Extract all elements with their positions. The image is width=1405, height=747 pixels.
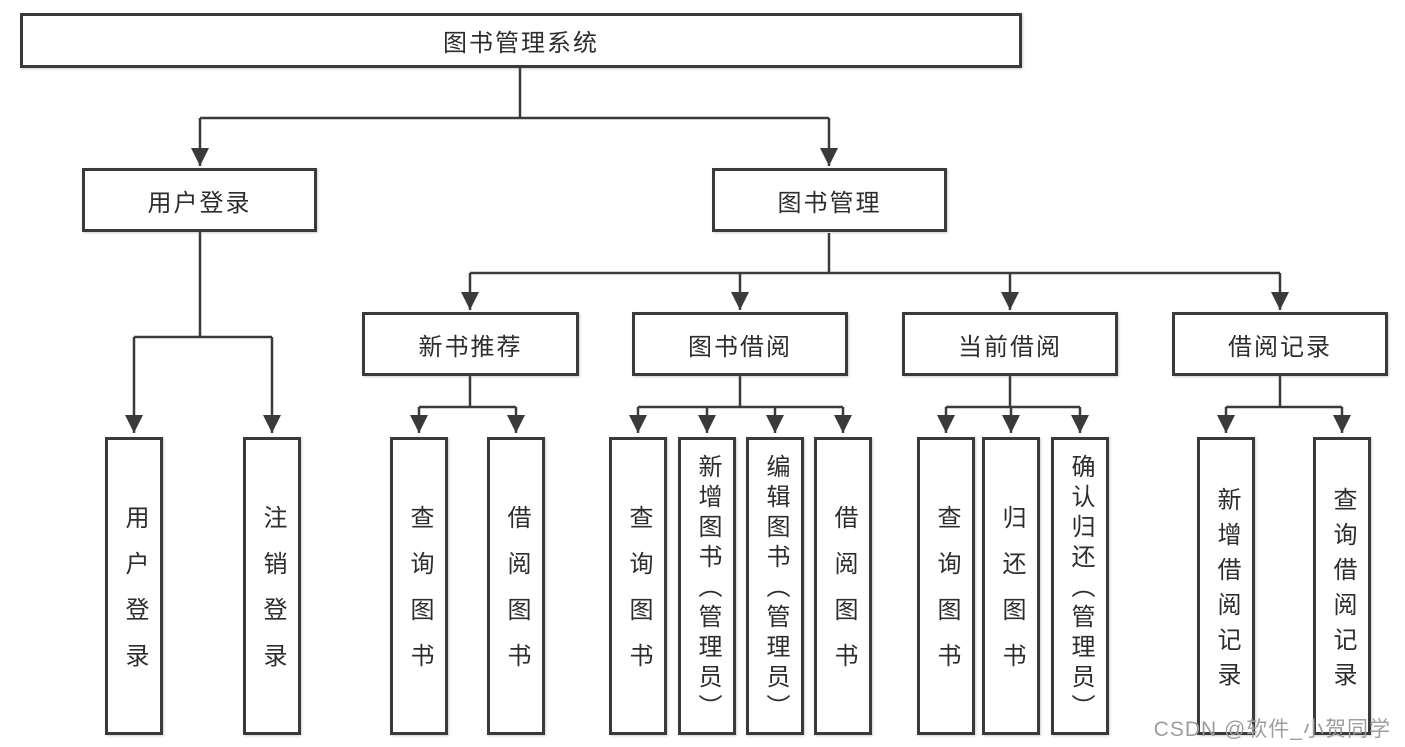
node-new-book-recommendation-label: 新书推荐 [418, 333, 523, 361]
leaf-logout-label: 注销登录 [259, 505, 286, 689]
leaf-borrow-books-borrowing: 借阅图书 [814, 437, 872, 735]
leaf-add-borrow-record-label: 新增借阅记录 [1213, 486, 1240, 697]
node-user-login-label: 用户登录 [147, 189, 252, 217]
node-root-library-management-system: 图书管理系统 [20, 13, 1022, 68]
leaf-query-borrow-record: 查询借阅记录 [1313, 437, 1371, 735]
leaf-borrow-books-borrowing-label: 借阅图书 [830, 505, 857, 689]
leaf-return-book-label: 归还图书 [998, 505, 1025, 689]
leaf-user-login: 用户登录 [105, 437, 163, 735]
leaf-query-books-current: 查询图书 [917, 437, 975, 735]
node-borrowing-records: 借阅记录 [1172, 312, 1388, 376]
node-current-borrowing: 当前借阅 [902, 312, 1118, 376]
leaf-add-book-admin: 新增图书（管理员） [678, 437, 736, 735]
node-user-login: 用户登录 [82, 168, 317, 232]
leaf-borrow-books-recommend-label: 借阅图书 [503, 505, 530, 689]
node-book-borrowing: 图书借阅 [632, 312, 848, 376]
leaf-query-books-borrowing-label: 查询图书 [625, 505, 652, 689]
leaf-logout: 注销登录 [243, 437, 301, 735]
leaf-add-book-admin-label: 新增图书（管理员） [694, 454, 721, 724]
leaf-query-books-recommend-label: 查询图书 [406, 505, 433, 689]
leaf-user-login-label: 用户登录 [121, 505, 148, 689]
leaf-return-book: 归还图书 [982, 437, 1040, 735]
leaf-confirm-return-admin-label: 确认归还（管理员） [1067, 454, 1094, 724]
leaf-query-books-borrowing: 查询图书 [609, 437, 667, 735]
leaf-query-books-recommend: 查询图书 [390, 437, 448, 735]
csdn-watermark: CSDN @软件_小贺同学 [1153, 718, 1391, 741]
leaf-edit-book-admin: 编辑图书（管理员） [746, 437, 804, 735]
node-borrowing-records-label: 借阅记录 [1228, 333, 1332, 361]
node-book-management: 图书管理 [712, 168, 947, 232]
leaf-query-books-current-label: 查询图书 [933, 505, 960, 689]
node-book-borrowing-label: 图书借阅 [688, 333, 792, 361]
node-root-label: 图书管理系统 [443, 30, 599, 57]
node-book-management-label: 图书管理 [777, 189, 882, 217]
leaf-confirm-return-admin: 确认归还（管理员） [1051, 437, 1109, 735]
leaf-query-borrow-record-label: 查询借阅记录 [1329, 486, 1356, 697]
node-current-borrowing-label: 当前借阅 [958, 333, 1062, 361]
leaf-add-borrow-record: 新增借阅记录 [1197, 437, 1255, 735]
leaf-edit-book-admin-label: 编辑图书（管理员） [762, 454, 789, 724]
leaf-borrow-books-recommend: 借阅图书 [487, 437, 545, 735]
node-new-book-recommendation: 新书推荐 [362, 312, 579, 376]
